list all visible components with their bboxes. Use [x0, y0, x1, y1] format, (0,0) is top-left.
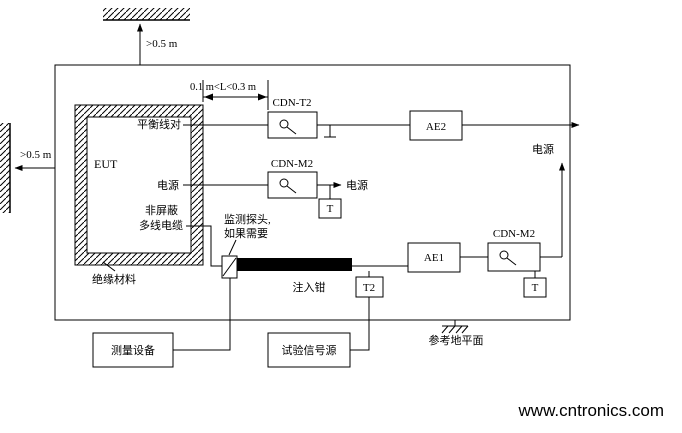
ae1: AE1 — [407, 242, 461, 273]
cdn-m2-mid-box — [267, 171, 318, 199]
eut-power-label: 电源 — [157, 178, 179, 192]
wire-probe-to-measurement — [173, 278, 231, 351]
dimension-arrow-right — [258, 93, 267, 101]
monitor-probe-slash-icon — [222, 257, 237, 277]
wall: >0.5 m — [0, 123, 55, 213]
ae2-box — [409, 110, 463, 141]
cdn-m2-right: CDN-M2 T — [487, 228, 547, 298]
cdn-m2-right-label: CDN-M2 — [493, 228, 535, 240]
wall-clearance-label: >0.5 m — [20, 149, 52, 161]
t-right-label: T — [532, 282, 539, 294]
reference-ground: 参考地平面 — [429, 320, 484, 347]
unshielded-cable-label-2: 多线电缆 — [139, 218, 183, 232]
ground-hatch-2 — [448, 325, 456, 334]
eut-assembly: 平衡线对 EUT 电源 非屏蔽 多线电缆 绝缘材料 — [74, 104, 204, 286]
cdn-t2-label: CDN-T2 — [272, 97, 311, 109]
cdn-m2-right-terminal-icon — [499, 250, 509, 260]
cdn-m2-mid-label: CDN-M2 — [271, 158, 313, 170]
injection-clamp-body — [237, 258, 352, 271]
cdn-t2-box — [267, 111, 318, 139]
dimension-arrow-left — [204, 93, 213, 101]
monitor-probe-label-1: 监测探头, — [224, 213, 271, 226]
eut-box — [86, 116, 192, 254]
ground-hatch-1 — [441, 325, 449, 334]
measurement-equipment-label: 测量设备 — [111, 343, 155, 357]
power-right-label: 电源 — [532, 142, 554, 156]
eut-label: EUT — [94, 157, 118, 171]
test-signal-source-box — [267, 332, 351, 368]
test-signal-source-label: 试验信号源 — [282, 343, 337, 357]
cdn-m2-mid-switch-icon — [286, 185, 297, 194]
ae2: AE2 — [409, 110, 463, 141]
ground-hatch-3 — [455, 325, 463, 334]
ceiling-hatch — [103, 8, 190, 20]
ae1-label: AE1 — [424, 252, 444, 264]
monitor-probe-pointer-line — [228, 239, 237, 256]
insulation-pointer-line — [102, 261, 116, 272]
cdn-t2: CDN-T2 — [267, 97, 336, 139]
cdn-m2-mid: CDN-M2 电源 T — [267, 158, 368, 219]
cdn-t2-terminal-icon — [279, 119, 289, 129]
measurement-equipment: 测量设备 — [92, 332, 174, 368]
ae1-box — [407, 242, 461, 273]
t2-label: T2 — [363, 282, 375, 294]
test-signal-source: 试验信号源 — [267, 332, 351, 368]
monitor-probe: 监测探头, 如果需要 — [221, 213, 271, 279]
insulation-label: 绝缘材料 — [92, 272, 136, 286]
balanced-pair-label: 平衡线对 — [137, 117, 181, 131]
wire-t2-to-source — [350, 297, 370, 351]
wall-hatch — [0, 123, 10, 213]
measurement-equipment-box — [92, 332, 174, 368]
cdn-m2-right-switch-icon — [506, 257, 517, 266]
cdn-t2-switch-icon — [286, 126, 297, 135]
injection-clamp-label: 注入钳 — [293, 280, 326, 294]
cable-length-dimension: 0.1 m<L<0.3 m — [190, 80, 269, 110]
reference-ground-label: 参考地平面 — [429, 333, 484, 347]
cdn-m2-mid-terminal-icon — [279, 178, 289, 188]
power-mid-label: 电源 — [346, 178, 368, 192]
t-right-box — [523, 277, 547, 298]
watermark: www.cntronics.com — [518, 401, 664, 420]
t-mid-label: T — [327, 203, 334, 215]
t2: T2 — [355, 276, 384, 298]
ceiling-clearance-label: >0.5 m — [146, 38, 178, 50]
t-mid-box — [318, 198, 342, 219]
monitor-probe-label-2: 如果需要 — [224, 226, 268, 240]
ceiling: >0.5 m — [103, 8, 190, 65]
cdn-m2-right-box — [487, 242, 541, 272]
ground-hatch-4 — [461, 325, 469, 334]
injection-clamp: 注入钳 — [237, 258, 352, 294]
t2-box — [355, 276, 384, 298]
test-area-boundary — [54, 64, 571, 321]
ae2-label: AE2 — [426, 121, 446, 133]
unshielded-cable-label-1: 非屏蔽 — [145, 204, 178, 217]
cable-length-label: 0.1 m<L<0.3 m — [190, 82, 256, 93]
